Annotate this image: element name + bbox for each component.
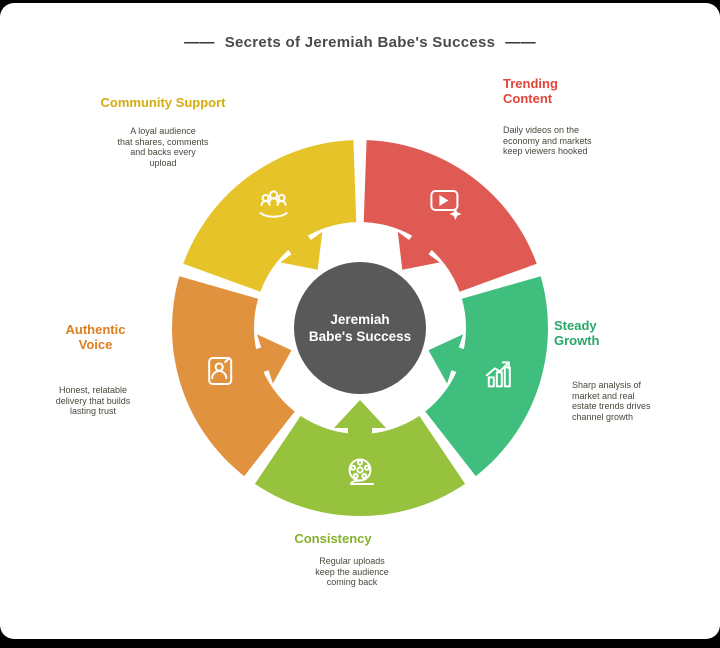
video-icon <box>430 190 462 220</box>
title-rule-left: —— <box>184 34 215 51</box>
segment-authentic-voice <box>172 276 295 477</box>
film-reel-icon <box>348 458 374 485</box>
arrow-community-support <box>276 219 323 270</box>
arrow-authentic-voice <box>236 334 292 384</box>
main-title: —— Secrets of Jeremiah Babe's Success —— <box>0 34 720 51</box>
portrait-icon <box>208 357 233 385</box>
callout-title-consistency: Consistency <box>294 531 372 546</box>
callout-description-authentic-voice: Honest, relatable delivery that builds l… <box>55 385 131 416</box>
callout-description-consistency: Regular uploads keep the audience coming… <box>315 556 389 587</box>
callout-description-trending-content: Daily videos on the economy and markets … <box>503 125 592 156</box>
callout-title-trending-content: Trending Content <box>503 76 558 106</box>
community-icon <box>259 190 288 218</box>
segment-consistency <box>254 415 466 517</box>
callout-description-steady-growth: Sharp analysis of market and real estate… <box>572 380 651 422</box>
title-rule-right: —— <box>505 34 536 51</box>
callout-description-community-support: A loyal audience that shares, comments a… <box>117 126 209 168</box>
callout-title-community-support: Community Support <box>100 95 226 110</box>
segment-trending-content <box>363 140 537 292</box>
growth-chart-icon <box>485 361 511 388</box>
center-label-line2: Babe's Success <box>309 329 411 344</box>
center-label-line1: Jeremiah <box>330 312 389 327</box>
arrow-consistency <box>334 400 386 454</box>
title-text: Secrets of Jeremiah Babe's Success <box>224 34 496 51</box>
callout-title-steady-growth: Steady Growth <box>554 318 600 348</box>
center-circle <box>294 262 426 394</box>
arrow-trending-content <box>397 219 444 270</box>
arrow-steady-growth <box>428 334 484 384</box>
callout-title-authentic-voice: Authentic Voice <box>65 322 126 352</box>
